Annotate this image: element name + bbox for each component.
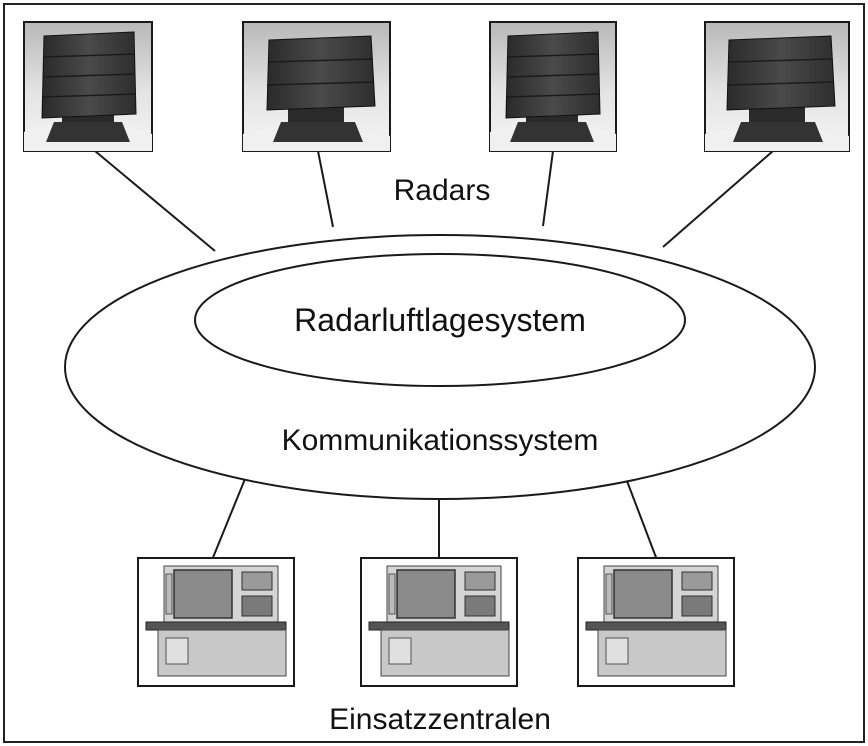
link-radar-2	[317, 150, 334, 228]
link-console-3	[626, 480, 658, 561]
radar-image-3	[489, 21, 617, 152]
centers-label: Einsatzzentralen	[329, 703, 551, 736]
link-radar-4	[662, 150, 774, 248]
console-image-3	[577, 557, 735, 687]
console-image-2	[360, 557, 518, 687]
link-console-1	[211, 478, 246, 561]
radar-images	[23, 21, 850, 152]
radar-air-picture-ellipse	[194, 253, 686, 387]
outer-system-label: Kommunikationssystem	[282, 424, 599, 457]
radar-image-4	[704, 21, 850, 152]
radar-image-2	[242, 21, 391, 152]
inner-system-label: Radarluftlagesystem	[294, 302, 586, 338]
link-radar-1	[94, 150, 216, 252]
connection-lines	[94, 150, 774, 561]
radars-label: Radars	[394, 174, 491, 207]
radar-image-1	[23, 21, 153, 152]
console-images	[137, 557, 735, 687]
link-radar-3	[542, 150, 554, 227]
console-image-1	[137, 557, 295, 687]
diagram-frame	[3, 3, 865, 743]
